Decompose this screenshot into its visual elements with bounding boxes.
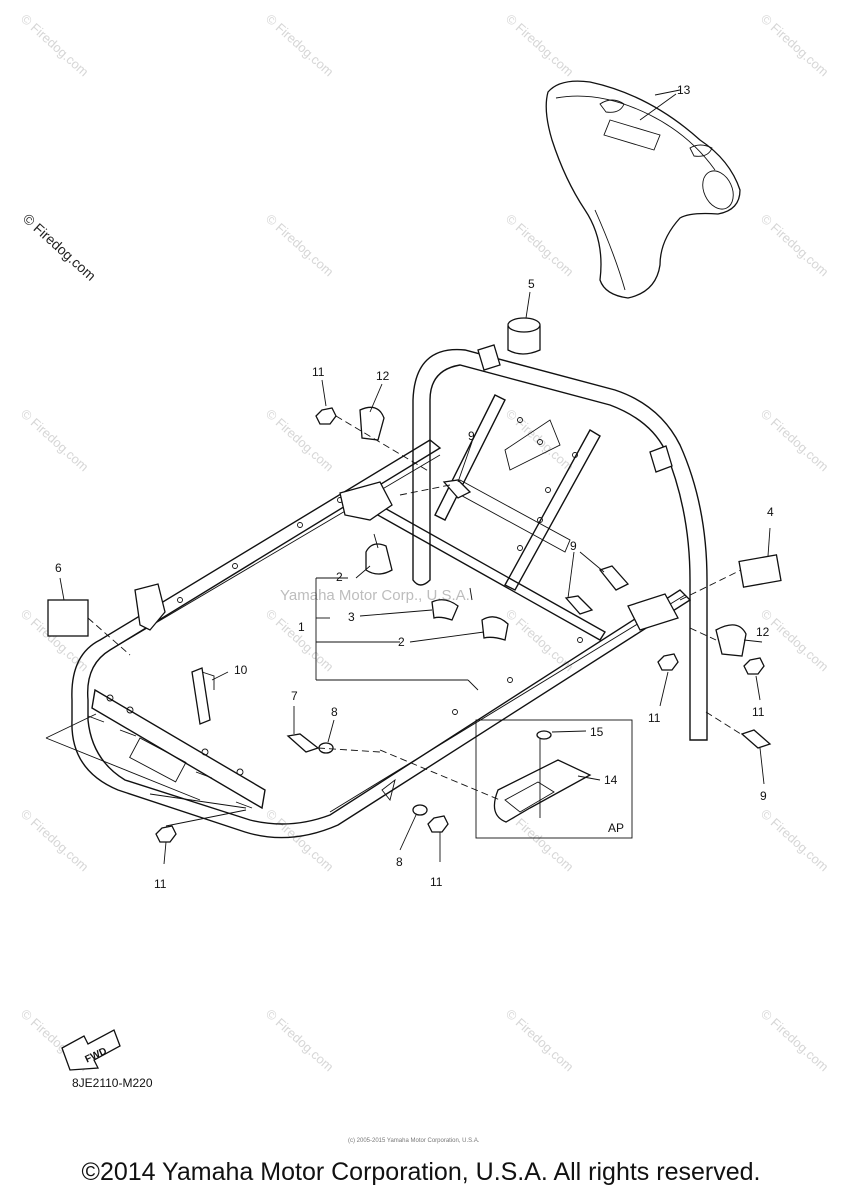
copyright-footer: ©2014 Yamaha Motor Corporation, U.S.A. A… bbox=[81, 1158, 761, 1186]
callout-5: 5 bbox=[528, 277, 535, 291]
callout-11: 11 bbox=[648, 711, 661, 725]
watermark-tile: © Firedog.com bbox=[758, 211, 832, 279]
callout-2: 2 bbox=[336, 570, 343, 584]
bushing-part bbox=[507, 291, 541, 355]
decal-6-part bbox=[47, 599, 89, 637]
watermark-tile: © Firedog.com bbox=[503, 211, 577, 279]
callout-1: 1 bbox=[298, 620, 305, 634]
watermark-tile: © Firedog.com bbox=[503, 1006, 577, 1074]
clip-12-parts bbox=[359, 406, 747, 657]
frame-part bbox=[71, 344, 708, 839]
watermark-tile: © Firedog.com bbox=[503, 11, 577, 79]
watermark-tile: © Firedog.com bbox=[263, 11, 337, 79]
callout-11: 11 bbox=[430, 875, 443, 889]
callout-8: 8 bbox=[331, 705, 338, 719]
callout-labels: 1 2 2 3 4 5 6 7 8 8 9 9 9 10 11 11 11 11… bbox=[55, 83, 774, 891]
callout-10: 10 bbox=[234, 663, 248, 677]
callout-3: 3 bbox=[348, 610, 355, 624]
handlebar-cover-part bbox=[545, 80, 741, 299]
callout-13: 13 bbox=[677, 83, 691, 97]
callout-9: 9 bbox=[570, 539, 577, 553]
callout-4: 4 bbox=[767, 505, 774, 519]
callout-11: 11 bbox=[154, 877, 167, 891]
clamp-parts bbox=[365, 533, 509, 641]
watermark-tile: © Firedog.com bbox=[263, 1006, 337, 1074]
callout-12: 12 bbox=[376, 369, 390, 383]
watermark-main: © Firedog.com bbox=[20, 210, 99, 283]
watermark-tile: © Firedog.com bbox=[263, 606, 337, 674]
callout-11: 11 bbox=[312, 365, 325, 379]
watermark-tile: © Firedog.com bbox=[263, 211, 337, 279]
ap-label: AP bbox=[608, 821, 624, 835]
fwd-arrow-icon: FWD bbox=[61, 1029, 121, 1071]
watermark-tile: © Firedog.com bbox=[18, 406, 92, 474]
callout-11: 11 bbox=[752, 705, 765, 719]
callout-15: 15 bbox=[590, 725, 604, 739]
callout-2: 2 bbox=[398, 635, 405, 649]
watermark-tile: © Firedog.com bbox=[758, 606, 832, 674]
callout-9: 9 bbox=[760, 789, 767, 803]
center-watermark: Yamaha Motor Corp., U.S.A. bbox=[280, 587, 470, 604]
decal-4-part bbox=[738, 554, 782, 588]
watermark-tile: © Firedog.com bbox=[503, 406, 577, 474]
callout-6: 6 bbox=[55, 561, 62, 575]
strap-clip-part bbox=[191, 667, 215, 725]
watermark-tile: © Firedog.com bbox=[18, 11, 92, 79]
callout-8: 8 bbox=[396, 855, 403, 869]
fasteners bbox=[87, 407, 772, 843]
callout-12: 12 bbox=[756, 625, 770, 639]
watermark-tile: © Firedog.com bbox=[18, 806, 92, 874]
callout-14: 14 bbox=[604, 773, 618, 787]
watermark-tile: © Firedog.com bbox=[758, 806, 832, 874]
callout-7: 7 bbox=[291, 689, 298, 703]
watermark-tile: © Firedog.com bbox=[758, 11, 832, 79]
ap-box: AP bbox=[475, 719, 633, 839]
leader-lines bbox=[45, 93, 771, 865]
callout-9: 9 bbox=[468, 429, 475, 443]
tiny-note: (c) 2005-2015 Yamaha Motor Corporation, … bbox=[348, 1138, 480, 1144]
watermark-tile: © Firedog.com bbox=[758, 1006, 832, 1074]
diagram-code: 8JE2110-M220 bbox=[72, 1076, 153, 1090]
watermark-tile: © Firedog.com bbox=[758, 406, 832, 474]
